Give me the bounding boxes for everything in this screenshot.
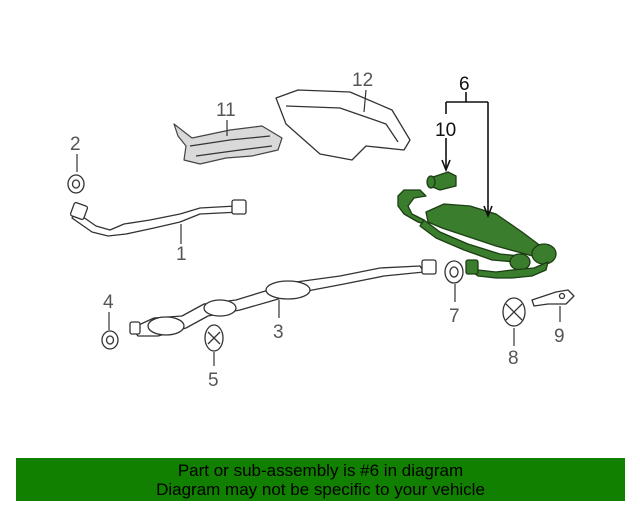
part-6-muffler-assembly[interactable]: 6 (397, 74, 557, 279)
callout-6: 6 (459, 74, 470, 95)
part-4-gasket[interactable]: 4 (101, 292, 119, 350)
part-11-heat-shield[interactable]: 11 (173, 100, 283, 165)
callout-7: 7 (449, 306, 460, 327)
callout-3: 3 (273, 322, 284, 343)
part-8-hanger[interactable]: 8 (502, 297, 526, 369)
callout-1: 1 (176, 244, 187, 265)
callout-8: 8 (508, 348, 519, 369)
callout-4: 4 (103, 292, 114, 313)
callout-9: 9 (554, 326, 565, 347)
callout-5: 5 (208, 370, 219, 391)
callout-10: 10 (435, 120, 456, 141)
part-3-center-pipe[interactable]: 3 (129, 259, 437, 343)
part-1-front-pipe[interactable]: 1 (69, 199, 247, 265)
part-10-tail-pipe-tip[interactable]: 10 (426, 120, 457, 191)
notice-line-2: Diagram may not be specific to your vehi… (156, 479, 485, 499)
notice-banner: Part or sub-assembly is #6 in diagram Di… (16, 458, 625, 501)
notice-line-1: Part or sub-assembly is #6 in diagram (177, 460, 464, 480)
callout-2: 2 (70, 134, 81, 155)
part-2-gasket[interactable]: 2 (67, 134, 85, 194)
callout-11: 11 (216, 100, 236, 121)
part-9-bracket[interactable]: 9 (531, 289, 575, 347)
part-5-hanger[interactable]: 5 (204, 324, 224, 391)
part-7-gasket[interactable]: 7 (444, 260, 464, 327)
part-12-heat-shield[interactable]: 12 (275, 70, 411, 161)
callout-12: 12 (352, 70, 373, 91)
